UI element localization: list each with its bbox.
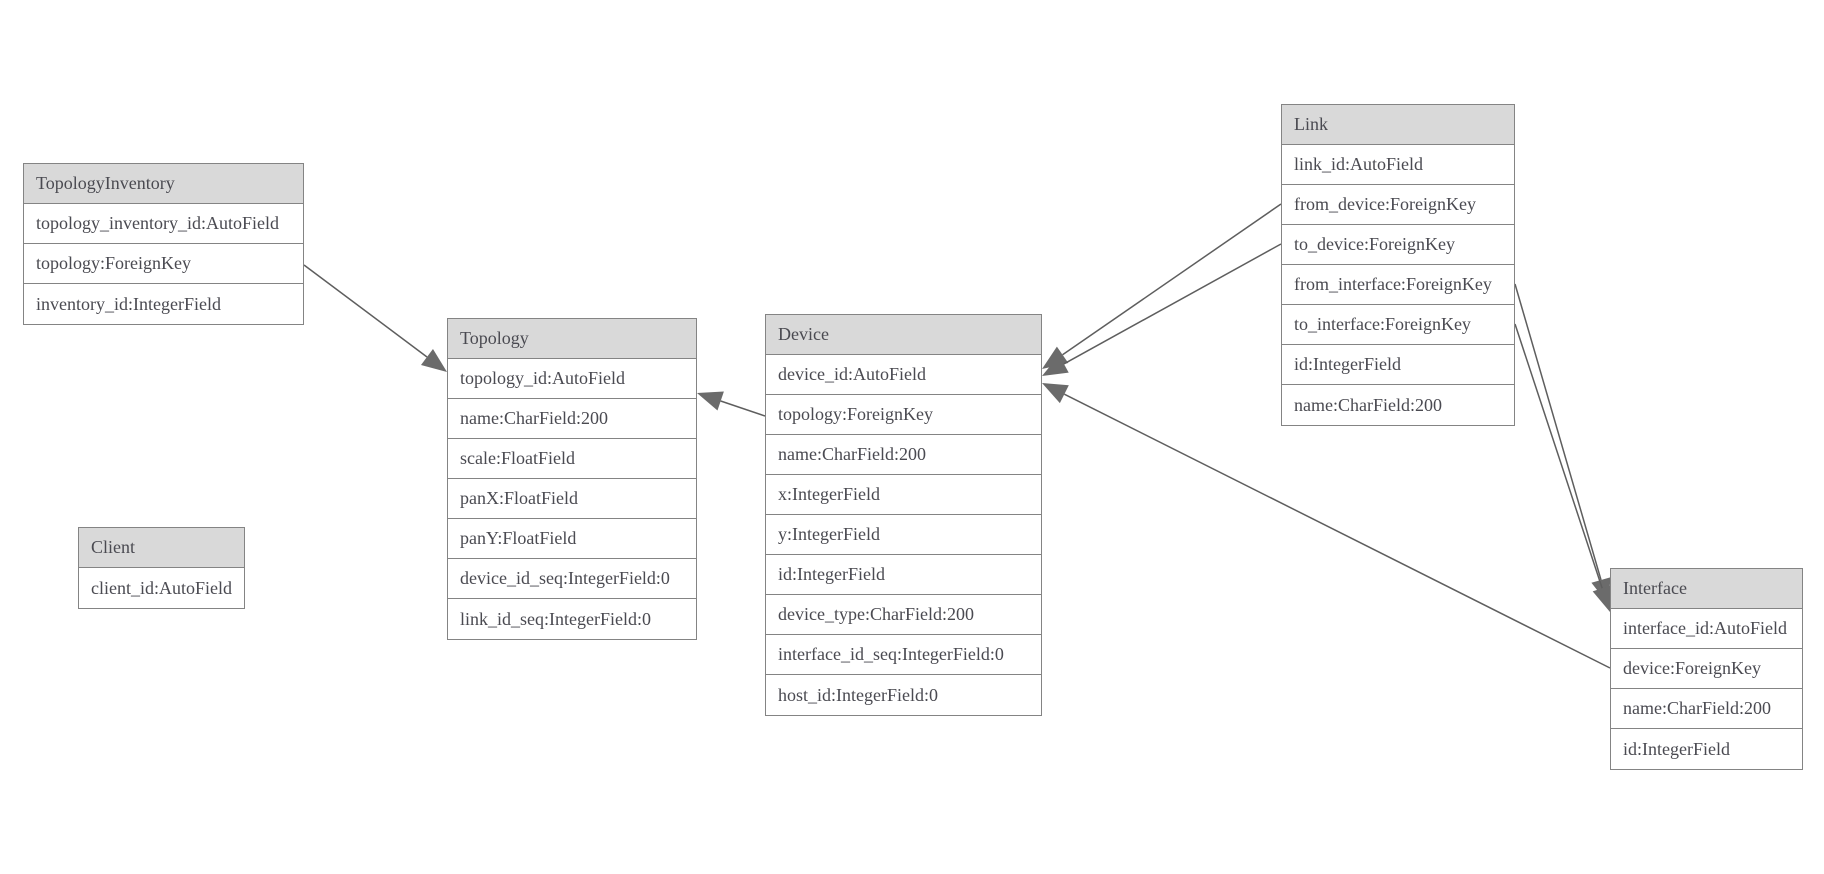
- field-row-device-1: topology:ForeignKey: [766, 395, 1041, 435]
- field-row-topology-0: topology_id:AutoField: [448, 359, 696, 399]
- arrowhead-icon-device-topology-to-topology: [697, 391, 724, 411]
- field-row-interface-0: interface_id:AutoField: [1611, 609, 1802, 649]
- field-row-device-8: host_id:IntegerField:0: [766, 675, 1041, 715]
- relation-line-interface-device-to-device: [1064, 393, 1611, 669]
- field-row-topology-3: panX:FloatField: [448, 479, 696, 519]
- field-row-interface-2: name:CharField:200: [1611, 689, 1802, 729]
- field-row-device-7: interface_id_seq:IntegerField:0: [766, 635, 1041, 675]
- field-row-device-6: device_type:CharField:200: [766, 595, 1041, 635]
- field-row-topology-4: panY:FloatField: [448, 519, 696, 559]
- arrowhead-icon-link-to_interface-to-interface: [1592, 585, 1612, 612]
- relation-line-link-from_interface-to-interface: [1514, 283, 1602, 581]
- entity-title-topology-inventory: TopologyInventory: [24, 164, 303, 204]
- field-row-device-4: y:IntegerField: [766, 515, 1041, 555]
- field-row-device-0: device_id:AutoField: [766, 355, 1041, 395]
- field-row-device-5: id:IntegerField: [766, 555, 1041, 595]
- field-row-topology-2: scale:FloatField: [448, 439, 696, 479]
- field-row-link-6: name:CharField:200: [1282, 385, 1514, 425]
- entity-title-client: Client: [79, 528, 244, 568]
- field-row-link-3: from_interface:ForeignKey: [1282, 265, 1514, 305]
- entity-title-interface: Interface: [1611, 569, 1802, 609]
- field-row-topology-5: device_id_seq:IntegerField:0: [448, 559, 696, 599]
- field-row-topology-6: link_id_seq:IntegerField:0: [448, 599, 696, 639]
- field-row-topology-inventory-2: inventory_id:IntegerField: [24, 284, 303, 324]
- entity-title-topology: Topology: [448, 319, 696, 359]
- relation-line-device-topology-to-topology: [720, 400, 766, 417]
- field-row-topology-inventory-1: topology:ForeignKey: [24, 244, 303, 284]
- field-row-device-3: x:IntegerField: [766, 475, 1041, 515]
- relation-line-link-from_device-to-device: [1062, 203, 1282, 356]
- field-row-link-4: to_interface:ForeignKey: [1282, 305, 1514, 345]
- field-row-link-1: from_device:ForeignKey: [1282, 185, 1514, 225]
- relation-line-link-to_device-to-device: [1063, 243, 1282, 365]
- field-row-link-0: link_id:AutoField: [1282, 145, 1514, 185]
- field-row-device-2: name:CharField:200: [766, 435, 1041, 475]
- entity-title-device: Device: [766, 315, 1041, 355]
- arrowhead-icon-interface-device-to-device: [1042, 383, 1069, 404]
- relation-line-link-to_interface-to-interface: [1514, 323, 1603, 589]
- field-row-link-5: id:IntegerField: [1282, 345, 1514, 385]
- field-row-interface-1: device:ForeignKey: [1611, 649, 1802, 689]
- field-row-topology-inventory-0: topology_inventory_id:AutoField: [24, 204, 303, 244]
- field-row-interface-3: id:IntegerField: [1611, 729, 1802, 769]
- arrowhead-icon-topologyinventory-topology-to-topology: [420, 349, 447, 372]
- field-row-link-2: to_device:ForeignKey: [1282, 225, 1514, 265]
- arrowhead-icon-link-to_device-to-device: [1042, 355, 1069, 376]
- relation-line-topologyinventory-topology-to-topology: [303, 264, 428, 358]
- entity-title-link: Link: [1282, 105, 1514, 145]
- field-row-topology-1: name:CharField:200: [448, 399, 696, 439]
- field-row-client-0: client_id:AutoField: [79, 568, 244, 608]
